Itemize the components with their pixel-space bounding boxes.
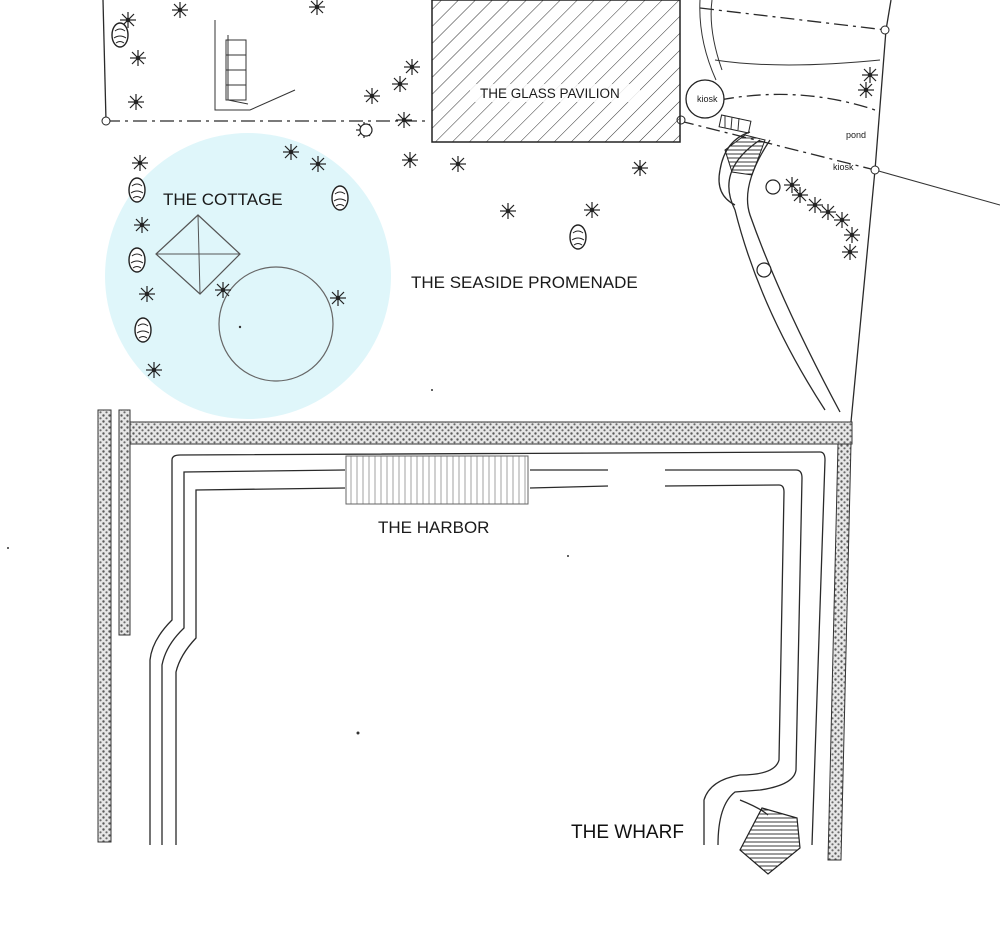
cottage-highlight-circle	[105, 133, 391, 419]
wharf-structure	[739, 807, 801, 875]
wharf-label: THE WHARF	[571, 822, 684, 843]
kiosk-top-label: kiosk	[697, 94, 718, 104]
kiosk-right-label: kiosk	[833, 162, 854, 172]
pond-label: pond	[846, 130, 866, 140]
cottage-rotunda	[218, 266, 334, 382]
vegetation-group	[111, 0, 879, 379]
glass-pavilion-label: THE GLASS PAVILION	[480, 86, 620, 101]
cottage-label: THE COTTAGE	[163, 190, 283, 209]
left-hedge	[97, 409, 112, 843]
harbor-deck	[345, 455, 529, 505]
top-hedge	[129, 421, 853, 445]
kiosk-building	[685, 79, 725, 119]
harbor-label: THE HARBOR	[378, 518, 489, 537]
seaside-promenade-label: THE SEASIDE PROMENADE	[411, 273, 638, 292]
glass-pavilion-building	[431, 0, 681, 143]
